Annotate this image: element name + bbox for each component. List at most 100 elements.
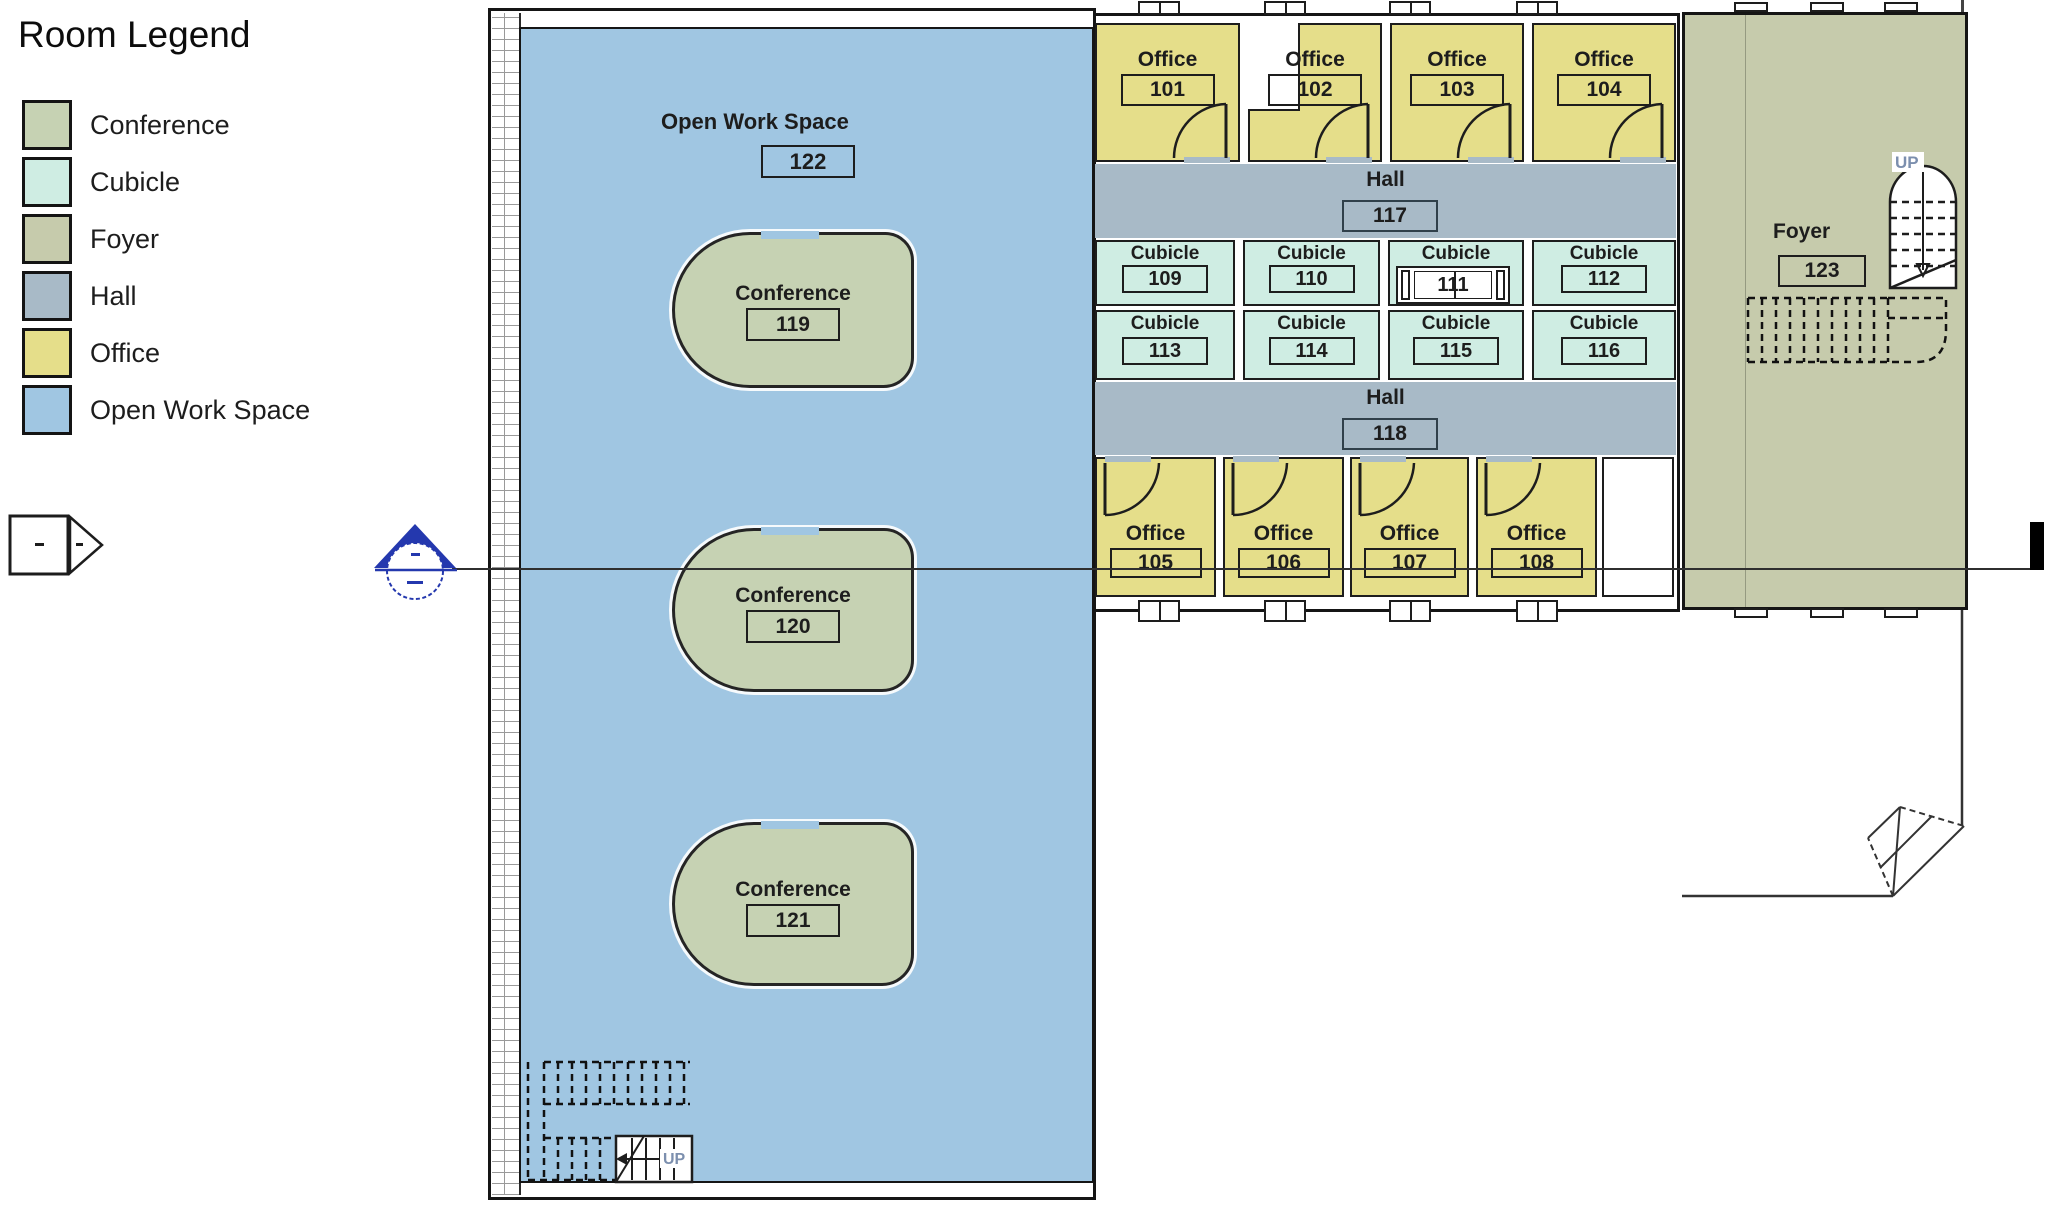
- room-name: Conference: [735, 878, 851, 901]
- room-name: Office: [1506, 522, 1567, 545]
- door-arc[interactable]: [1608, 98, 1670, 160]
- door-arc[interactable]: [1314, 98, 1376, 160]
- room-name: Cubicle: [1421, 313, 1491, 334]
- entry-canopy: [1680, 610, 2048, 910]
- door-arc[interactable]: [1229, 459, 1291, 521]
- room-tag[interactable]: 119: [746, 308, 840, 341]
- window: [1264, 600, 1306, 622]
- elevation-marker[interactable]: [8, 514, 108, 576]
- up-label: UP: [1895, 153, 1919, 172]
- window: [1516, 1, 1558, 15]
- room-hall-118[interactable]: Hall 118: [1095, 382, 1676, 455]
- room-conference-119[interactable]: Conference 119: [672, 231, 914, 388]
- room-cubicle-109[interactable]: Cubicle 109: [1095, 240, 1235, 306]
- room-office-103[interactable]: Office 103: [1390, 23, 1524, 163]
- legend-swatch-office: [22, 328, 72, 378]
- room-name: Conference: [735, 584, 851, 607]
- room-office-101[interactable]: Office 101: [1095, 23, 1240, 163]
- legend-swatch-hall: [22, 271, 72, 321]
- stair-overhead-dashed: [1740, 290, 1962, 370]
- room-tag[interactable]: 109: [1122, 265, 1208, 293]
- room-cubicle-114[interactable]: Cubicle 114: [1243, 310, 1380, 380]
- door-opening: [1233, 456, 1279, 462]
- room-name: Office: [1574, 48, 1634, 71]
- stair-up-open-work-space[interactable]: UP: [520, 1052, 694, 1184]
- legend-label: Conference: [90, 109, 230, 140]
- legend-label: Cubicle: [90, 166, 181, 197]
- room-tag[interactable]: 118: [1342, 418, 1438, 450]
- room-tag[interactable]: 123: [1778, 255, 1866, 287]
- room-name: Cubicle: [1130, 313, 1200, 334]
- room-hall-117[interactable]: Hall 117: [1095, 164, 1676, 238]
- door-arc[interactable]: [1172, 98, 1234, 160]
- room-cubicle-115[interactable]: Cubicle 115: [1388, 310, 1524, 380]
- window: [1810, 2, 1844, 12]
- door-opening: [1326, 157, 1372, 163]
- window: [1516, 600, 1558, 622]
- room-conference-121[interactable]: Conference 121: [672, 821, 914, 986]
- window: [1884, 2, 1918, 12]
- grid-line: [1745, 15, 1746, 607]
- room-tag[interactable]: 102: [1268, 74, 1362, 106]
- door-opening: [1184, 157, 1230, 163]
- legend-item-hall: Hall: [22, 271, 137, 321]
- door-opening: [1105, 456, 1151, 462]
- room-tag[interactable]: 116: [1561, 337, 1647, 365]
- room-name: Hall: [1366, 386, 1405, 409]
- room-tag[interactable]: 107: [1363, 548, 1456, 578]
- room-office-107[interactable]: Office 107: [1350, 456, 1469, 597]
- legend-item-conference: Conference: [22, 100, 230, 150]
- room-tag[interactable]: 104: [1557, 74, 1651, 106]
- room-tag[interactable]: 101: [1120, 74, 1215, 106]
- casework-element[interactable]: 111: [1396, 266, 1510, 304]
- section-head-marker[interactable]: [370, 518, 462, 604]
- door-opening: [1486, 456, 1532, 462]
- window: [1810, 608, 1844, 618]
- room-name: Cubicle: [1277, 313, 1346, 334]
- room-tag[interactable]: 108: [1490, 548, 1583, 578]
- stair-up-foyer[interactable]: UP: [1884, 152, 1962, 312]
- room-tag[interactable]: 112: [1561, 265, 1647, 293]
- room-tag[interactable]: 105: [1109, 548, 1202, 578]
- door-arc[interactable]: [1356, 459, 1418, 521]
- room-tag[interactable]: 110: [1268, 265, 1355, 293]
- room-conference-120[interactable]: Conference 120: [672, 527, 914, 692]
- legend-title: Room Legend: [18, 14, 251, 55]
- room-office-108[interactable]: Office 108: [1476, 456, 1597, 597]
- room-tag[interactable]: 114: [1268, 337, 1355, 365]
- room-cubicle-112[interactable]: Cubicle 112: [1532, 240, 1676, 306]
- window: [1734, 2, 1768, 12]
- room-tag[interactable]: 106: [1237, 548, 1330, 578]
- room-tag[interactable]: 111: [1414, 271, 1492, 299]
- room-tag[interactable]: 120: [746, 610, 840, 643]
- door-arc[interactable]: [1456, 98, 1518, 160]
- room-office-105[interactable]: Office 105: [1095, 456, 1216, 597]
- door-arc[interactable]: [1482, 459, 1544, 521]
- room-tag[interactable]: 115: [1413, 337, 1499, 365]
- legend-label: Open Work Space: [90, 394, 311, 425]
- room-tag[interactable]: 113: [1122, 337, 1208, 365]
- room-tag[interactable]: 122: [761, 145, 855, 178]
- room-name: Office: [1125, 522, 1186, 545]
- wall-stub: [1961, 0, 1964, 12]
- room-tag[interactable]: 103: [1410, 74, 1504, 106]
- room-cubicle-113[interactable]: Cubicle 113: [1095, 310, 1235, 380]
- room-tag[interactable]: 121: [746, 904, 840, 937]
- casework-divider: [1454, 271, 1456, 299]
- room-name: Office: [1285, 48, 1345, 71]
- room-office-104[interactable]: Office 104: [1532, 23, 1676, 163]
- room-tag[interactable]: 117: [1342, 200, 1438, 232]
- room-name: Cubicle: [1569, 243, 1639, 264]
- window: [1389, 1, 1431, 15]
- room-cubicle-110[interactable]: Cubicle 110: [1243, 240, 1380, 306]
- door-opening: [1360, 456, 1406, 462]
- room-cubicle-116[interactable]: Cubicle 116: [1532, 310, 1676, 380]
- room-office-106[interactable]: Office 106: [1223, 456, 1344, 597]
- room-name: Cubicle: [1569, 313, 1639, 334]
- side-room: [1602, 457, 1674, 597]
- casework-end: [1496, 270, 1505, 300]
- window: [1389, 600, 1431, 622]
- door-arc[interactable]: [1101, 459, 1163, 521]
- section-line[interactable]: [452, 568, 2036, 570]
- room-office-102[interactable]: Office 102: [1248, 23, 1382, 163]
